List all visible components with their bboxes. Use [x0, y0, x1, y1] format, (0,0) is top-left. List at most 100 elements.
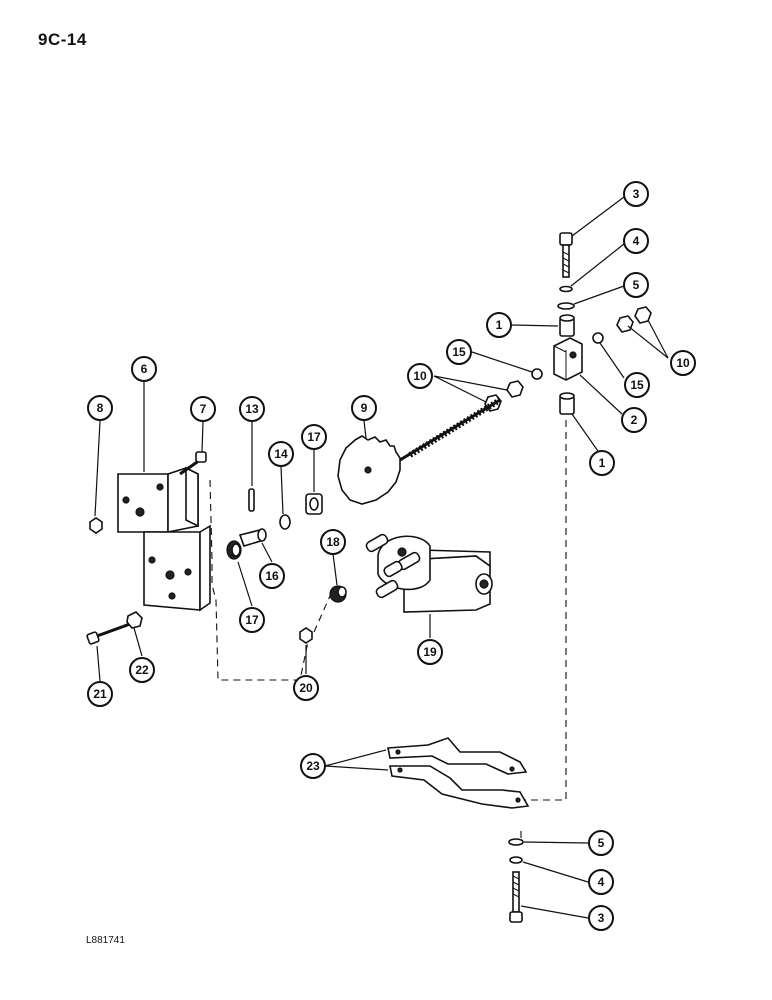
callout-number: 21	[93, 687, 107, 701]
part-2-pivot-block	[553, 337, 583, 381]
part-16-spacer	[238, 528, 267, 547]
callout-c8: 8	[87, 395, 113, 421]
callout-circle	[588, 869, 614, 895]
callout-c9: 9	[351, 395, 377, 421]
callout-c1-bottom: 1	[589, 450, 615, 476]
callout-number: 16	[265, 569, 279, 583]
callout-circle	[239, 607, 265, 633]
callout-number: 3	[598, 911, 605, 925]
callout-number: 9	[361, 401, 368, 415]
callout-c7: 7	[190, 396, 216, 422]
callout-number: 8	[97, 401, 104, 415]
page-code: 9C-14	[38, 30, 87, 49]
part-19-gearbox	[365, 533, 493, 613]
part-4-lock-washer-top	[559, 285, 573, 293]
callout-c10-right: 10	[670, 350, 696, 376]
callout-c4-bottom: 4	[588, 869, 614, 895]
callout-number: 20	[299, 681, 313, 695]
callout-c14: 14	[268, 441, 294, 467]
callout-circle	[300, 753, 326, 779]
callout-number: 2	[631, 413, 638, 427]
callout-c5-top: 5	[623, 272, 649, 298]
callout-circle	[623, 272, 649, 298]
figure-code: L881741	[86, 935, 125, 946]
callout-circle	[259, 563, 285, 589]
callout-number: 6	[141, 362, 148, 376]
callout-circle	[293, 675, 319, 701]
part-1-bushing-bottom	[559, 392, 575, 415]
callout-number: 7	[200, 402, 207, 416]
callout-number: 19	[423, 645, 437, 659]
callout-circle	[320, 529, 346, 555]
callout-number: 14	[274, 447, 288, 461]
callout-circle	[87, 395, 113, 421]
part-13-pin	[248, 488, 255, 512]
callout-circle	[301, 424, 327, 450]
callout-circle	[131, 356, 157, 382]
callout-c10-left: 10	[407, 363, 433, 389]
callout-number: 17	[245, 613, 259, 627]
callout-number: 10	[413, 369, 427, 383]
part-14-ring	[279, 514, 291, 530]
part-17-bushing-top	[305, 493, 323, 515]
part-5-washer-top	[557, 302, 575, 310]
part-22-washer	[126, 611, 143, 629]
callout-c3-bottom: 3	[588, 905, 614, 931]
callout-circle	[486, 312, 512, 338]
callout-number: 4	[598, 875, 605, 889]
callout-c13: 13	[239, 396, 265, 422]
callout-circle	[87, 681, 113, 707]
callout-number: 3	[633, 187, 640, 201]
callout-number: 18	[326, 535, 340, 549]
part-15-washer-left	[531, 368, 543, 380]
callout-circle	[624, 372, 650, 398]
callout-number: 1	[599, 456, 606, 470]
callout-c15-left: 15	[446, 339, 472, 365]
part-15-washer-right	[592, 332, 604, 344]
callout-circle	[621, 407, 647, 433]
part-17-bushing-bottom	[226, 540, 242, 560]
callout-c6: 6	[131, 356, 157, 382]
callout-number: 13	[245, 402, 259, 416]
part-18-coupling	[329, 585, 347, 603]
callout-c22: 22	[129, 657, 155, 683]
callout-circle	[588, 830, 614, 856]
callout-c23: 23	[300, 753, 326, 779]
callout-number: 15	[452, 345, 466, 359]
callout-c2: 2	[621, 407, 647, 433]
callout-c1-top: 1	[486, 312, 512, 338]
callout-number: 15	[630, 378, 644, 392]
callout-circle	[351, 395, 377, 421]
callout-c3-top: 3	[623, 181, 649, 207]
callout-circle	[623, 181, 649, 207]
callout-circle	[129, 657, 155, 683]
part-23-straps	[387, 737, 530, 809]
callout-c17-top: 17	[301, 424, 327, 450]
callout-c19: 19	[417, 639, 443, 665]
part-19-studs	[365, 533, 421, 599]
callout-c20: 20	[293, 675, 319, 701]
callout-c17-bottom: 17	[239, 607, 265, 633]
callout-number: 23	[306, 759, 320, 773]
part-20-nut	[299, 627, 313, 644]
part-5-washer-bottom	[508, 838, 524, 846]
callout-number: 17	[307, 430, 321, 444]
callout-c5-bottom: 5	[588, 830, 614, 856]
callout-circle	[417, 639, 443, 665]
callout-number: 4	[633, 234, 640, 248]
callout-number: 1	[496, 318, 503, 332]
part-6-mounting-bracket	[117, 466, 211, 612]
callout-circle	[670, 350, 696, 376]
callout-circle	[589, 450, 615, 476]
part-4-lock-washer-bottom	[509, 856, 523, 864]
callout-circle	[407, 363, 433, 389]
callout-number: 10	[676, 356, 690, 370]
callout-c21: 21	[87, 681, 113, 707]
callout-circle	[239, 396, 265, 422]
part-7-screw	[179, 451, 207, 476]
callout-c16: 16	[259, 563, 285, 589]
part-8-nut	[89, 517, 103, 534]
callout-number: 22	[135, 663, 149, 677]
